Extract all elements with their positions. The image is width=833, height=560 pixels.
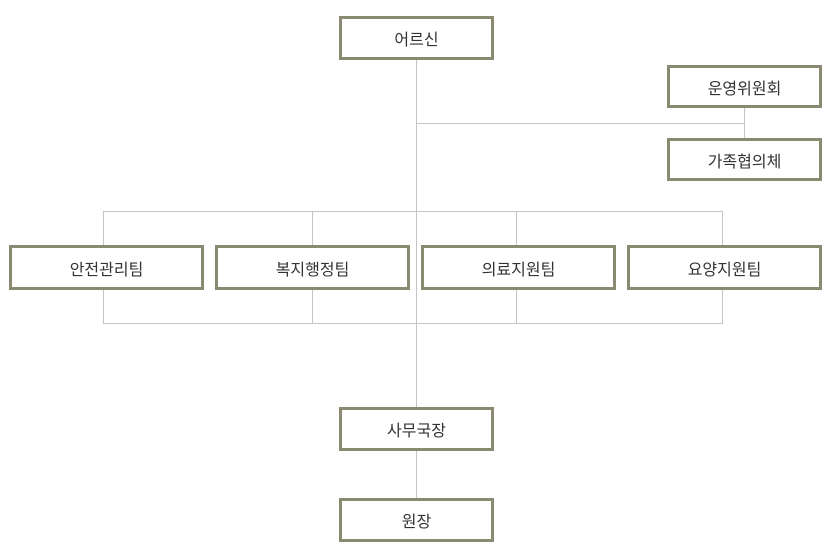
node-director-label: 원장	[401, 512, 432, 531]
connector-team-welfare-up	[312, 211, 313, 245]
node-elders-label: 어르신	[394, 30, 439, 49]
connector-team-welfare-down	[312, 290, 313, 324]
connector-team-safety-down	[103, 290, 104, 324]
node-secretary-general: 사무국장	[339, 407, 494, 451]
connector-main-vertical	[416, 60, 417, 407]
node-team-care-support-label: 요양지원팀	[687, 259, 762, 279]
node-director: 원장	[339, 498, 494, 542]
node-team-care-support: 요양지원팀	[627, 245, 822, 290]
connector-teams-top-horizontal	[103, 211, 723, 212]
node-team-welfare-admin-label: 복지행정팀	[275, 259, 350, 279]
node-family-council: 가족협의체	[667, 138, 822, 181]
node-elders: 어르신	[339, 16, 494, 60]
node-team-safety: 안전관리팀	[9, 245, 204, 290]
connector-secretary-director	[416, 451, 417, 498]
node-secretary-general-label: 사무국장	[387, 421, 446, 440]
node-team-welfare-admin: 복지행정팀	[215, 245, 410, 290]
connector-side-horizontal	[416, 123, 745, 124]
node-team-safety-label: 안전관리팀	[69, 259, 144, 279]
connector-team-medical-down	[516, 290, 517, 324]
node-family-council-label: 가족협의체	[707, 151, 782, 171]
node-team-medical-support: 의료지원팀	[421, 245, 616, 290]
connector-teams-bottom-horizontal	[103, 323, 723, 324]
connector-team-care-down	[722, 290, 723, 324]
connector-side-vertical	[744, 108, 745, 138]
node-operating-committee: 운영위원회	[667, 65, 822, 108]
node-operating-committee-label: 운영위원회	[707, 78, 782, 98]
connector-team-care-up	[722, 211, 723, 245]
node-team-medical-support-label: 의료지원팀	[481, 259, 556, 279]
connector-team-safety-up	[103, 211, 104, 245]
connector-team-medical-up	[516, 211, 517, 245]
